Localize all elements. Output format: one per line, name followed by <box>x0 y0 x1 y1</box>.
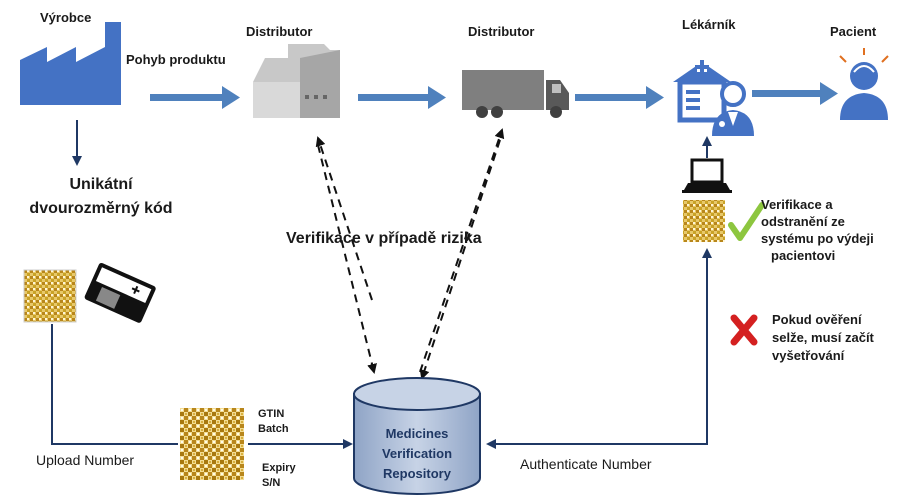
datamatrix-icon <box>683 200 725 242</box>
product-flow-arrows <box>150 82 838 109</box>
expiry-label: Expiry <box>262 462 296 474</box>
risk-verification-label: Verifikace v případě rizika <box>286 230 482 247</box>
database-icon <box>353 377 481 495</box>
datamatrix-icon <box>23 269 77 323</box>
pharmacist-icon <box>712 81 754 136</box>
repository-line2: Verification <box>381 446 453 461</box>
authenticate-number-label: Authenticate Number <box>520 456 652 472</box>
batch-label: Batch <box>258 423 289 435</box>
fail-line3: vyšetřování <box>772 348 845 363</box>
repository-line1: Medicines <box>385 426 449 441</box>
pharmacist-label: Lékárník <box>682 17 736 32</box>
warehouse-icon <box>253 44 340 118</box>
sn-label: S/N <box>262 477 281 489</box>
authenticate-connector <box>486 258 708 449</box>
medicine-pack-icon <box>84 262 156 323</box>
factory-icon <box>20 22 121 105</box>
verify-line3: systému po výdeji <box>761 231 874 246</box>
fail-line1: Pokud ověření <box>772 312 862 327</box>
check-icon <box>728 202 765 241</box>
distributor-1-label: Distributor <box>246 24 313 39</box>
distributor-2-label: Distributor <box>468 24 535 39</box>
verify-line4: pacientovi <box>771 248 836 263</box>
fail-line2: selže, musí začít <box>772 330 874 345</box>
truck-icon <box>462 70 569 118</box>
patient-icon <box>839 48 889 120</box>
upload-number-label: Upload Number <box>36 452 135 468</box>
patient-label: Pacient <box>830 24 877 39</box>
cross-icon <box>730 314 758 346</box>
pharmacy-icon <box>673 60 731 123</box>
datamatrix-icon <box>180 408 244 480</box>
verify-line2: odstranění ze <box>761 214 845 229</box>
verify-line1: Verifikace a <box>761 197 833 212</box>
repository-line3: Repository <box>383 466 451 481</box>
product-movement-label: Pohyb produktu <box>126 52 226 67</box>
risk-verification-arrows <box>315 128 505 380</box>
laptop-icon <box>682 158 732 193</box>
gtin-label: GTIN <box>258 408 285 420</box>
manufacturer-label: Výrobce <box>40 10 92 25</box>
unique-code-line2: dvourozměrný kód <box>29 200 173 217</box>
upload-connector <box>51 324 178 445</box>
unique-code-line1: Unikátní <box>69 176 133 193</box>
